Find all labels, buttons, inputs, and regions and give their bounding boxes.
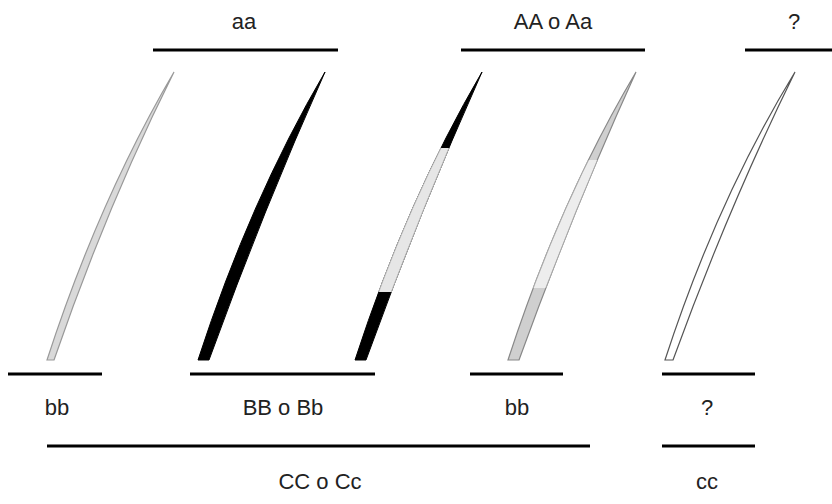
feather (355, 72, 482, 360)
feather (665, 72, 795, 360)
genotype-label: ? (788, 11, 800, 33)
feather-band (355, 148, 482, 292)
bracket-line (190, 373, 375, 376)
bracket-line (662, 445, 755, 448)
feather (198, 72, 325, 360)
genotype-label: ? (701, 397, 713, 419)
bracket-line (461, 49, 645, 52)
genotype-label: bb (45, 397, 69, 419)
bracket-lines (8, 50, 832, 446)
genotype-label: bb (505, 397, 529, 419)
bracket-line (470, 373, 563, 376)
feather (47, 72, 174, 360)
feather (508, 72, 636, 360)
feather-band (508, 160, 636, 288)
bracket-line (8, 373, 102, 376)
bracket-line (662, 373, 755, 376)
bracket-line (745, 49, 832, 52)
genotype-label: BB o Bb (243, 397, 324, 419)
genotype-label: AA o Aa (514, 11, 592, 33)
genotype-label: cc (696, 471, 718, 493)
bracket-line (153, 49, 338, 52)
bracket-line (47, 445, 590, 448)
genotype-label: CC o Cc (278, 471, 361, 493)
genotype-label: aa (232, 11, 256, 33)
